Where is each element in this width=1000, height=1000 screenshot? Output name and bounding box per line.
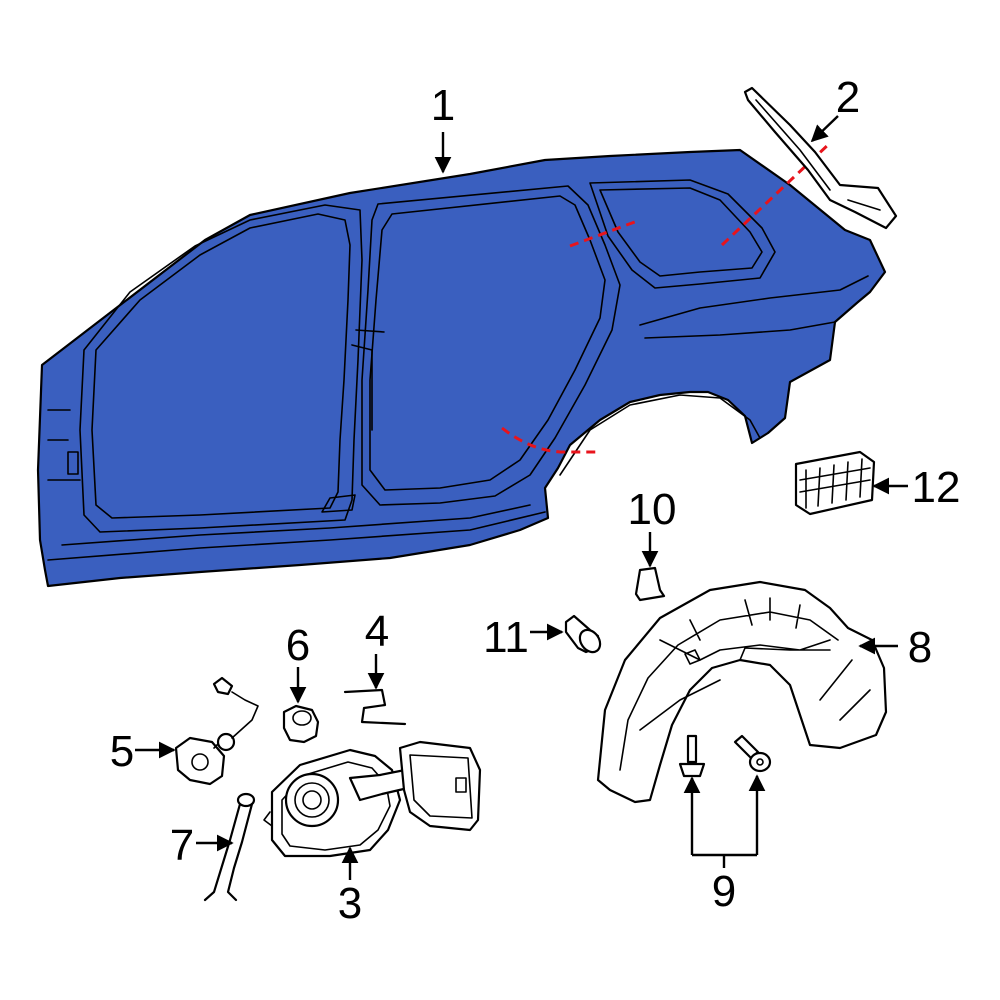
callout-5: 5 xyxy=(110,727,134,776)
quarter-panel-body xyxy=(36,148,887,588)
trim-strip[interactable] xyxy=(743,86,898,230)
leader-arrows xyxy=(135,115,908,880)
quarter-panel[interactable] xyxy=(36,148,887,588)
callout-10: 10 xyxy=(628,485,677,534)
stud-fastener xyxy=(678,734,706,778)
air-vent[interactable] xyxy=(794,450,876,516)
spring-clip[interactable] xyxy=(343,688,407,726)
push-retainer[interactable] xyxy=(564,614,604,656)
fuel-door-housing[interactable] xyxy=(263,740,482,858)
wheelhouse-liner[interactable] xyxy=(596,580,888,804)
quarter-window-opening xyxy=(599,187,763,277)
callout-labels: 1 2 3 4 5 6 7 8 9 10 11 12 xyxy=(110,73,961,928)
callout-8: 8 xyxy=(908,623,932,672)
callout-4: 4 xyxy=(365,607,389,656)
callout-6: 6 xyxy=(286,621,310,670)
callout-3: 3 xyxy=(338,879,362,928)
release-actuator[interactable] xyxy=(174,676,259,786)
screw-fastener xyxy=(733,734,772,773)
callout-2: 2 xyxy=(836,73,860,122)
fasteners[interactable] xyxy=(678,734,772,778)
callout-7: 7 xyxy=(170,821,194,870)
push-clip[interactable] xyxy=(634,566,666,602)
callout-1: 1 xyxy=(431,81,455,130)
arrow-2 xyxy=(810,115,839,143)
grommet[interactable] xyxy=(282,704,320,744)
callout-9: 9 xyxy=(712,867,736,916)
callout-11: 11 xyxy=(483,613,529,662)
drain-hose[interactable] xyxy=(203,792,256,902)
callout-12: 12 xyxy=(912,463,961,512)
front-door-opening xyxy=(91,213,351,519)
